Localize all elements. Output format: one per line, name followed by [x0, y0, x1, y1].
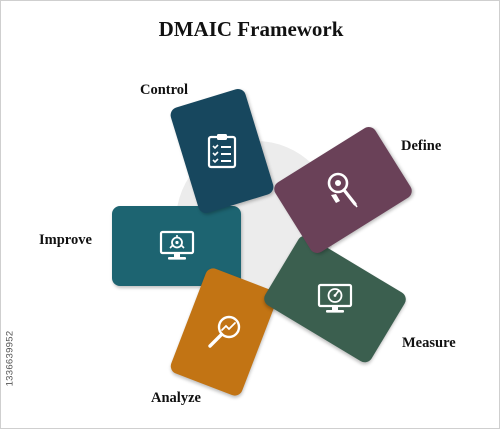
step-label-control: Control — [140, 82, 189, 98]
diagram-title: DMAIC Framework — [158, 17, 344, 41]
step-label-analyze: Analyze — [151, 390, 201, 406]
monitor-gauge-icon — [317, 283, 353, 315]
analyze-card — [168, 266, 280, 398]
watermark-id: 1336639952 — [4, 330, 16, 387]
define-card — [271, 123, 415, 257]
control-card — [168, 87, 276, 215]
magnifier-pencil-icon — [325, 171, 361, 209]
clipboard-checklist-icon — [207, 133, 237, 169]
magnifier-trend-icon — [205, 313, 243, 351]
step-label-measure: Measure — [402, 335, 456, 351]
measure-card — [261, 232, 409, 366]
monitor-gear-icon — [158, 230, 196, 262]
step-label-improve: Improve — [39, 232, 92, 248]
step-label-define: Define — [401, 138, 442, 154]
